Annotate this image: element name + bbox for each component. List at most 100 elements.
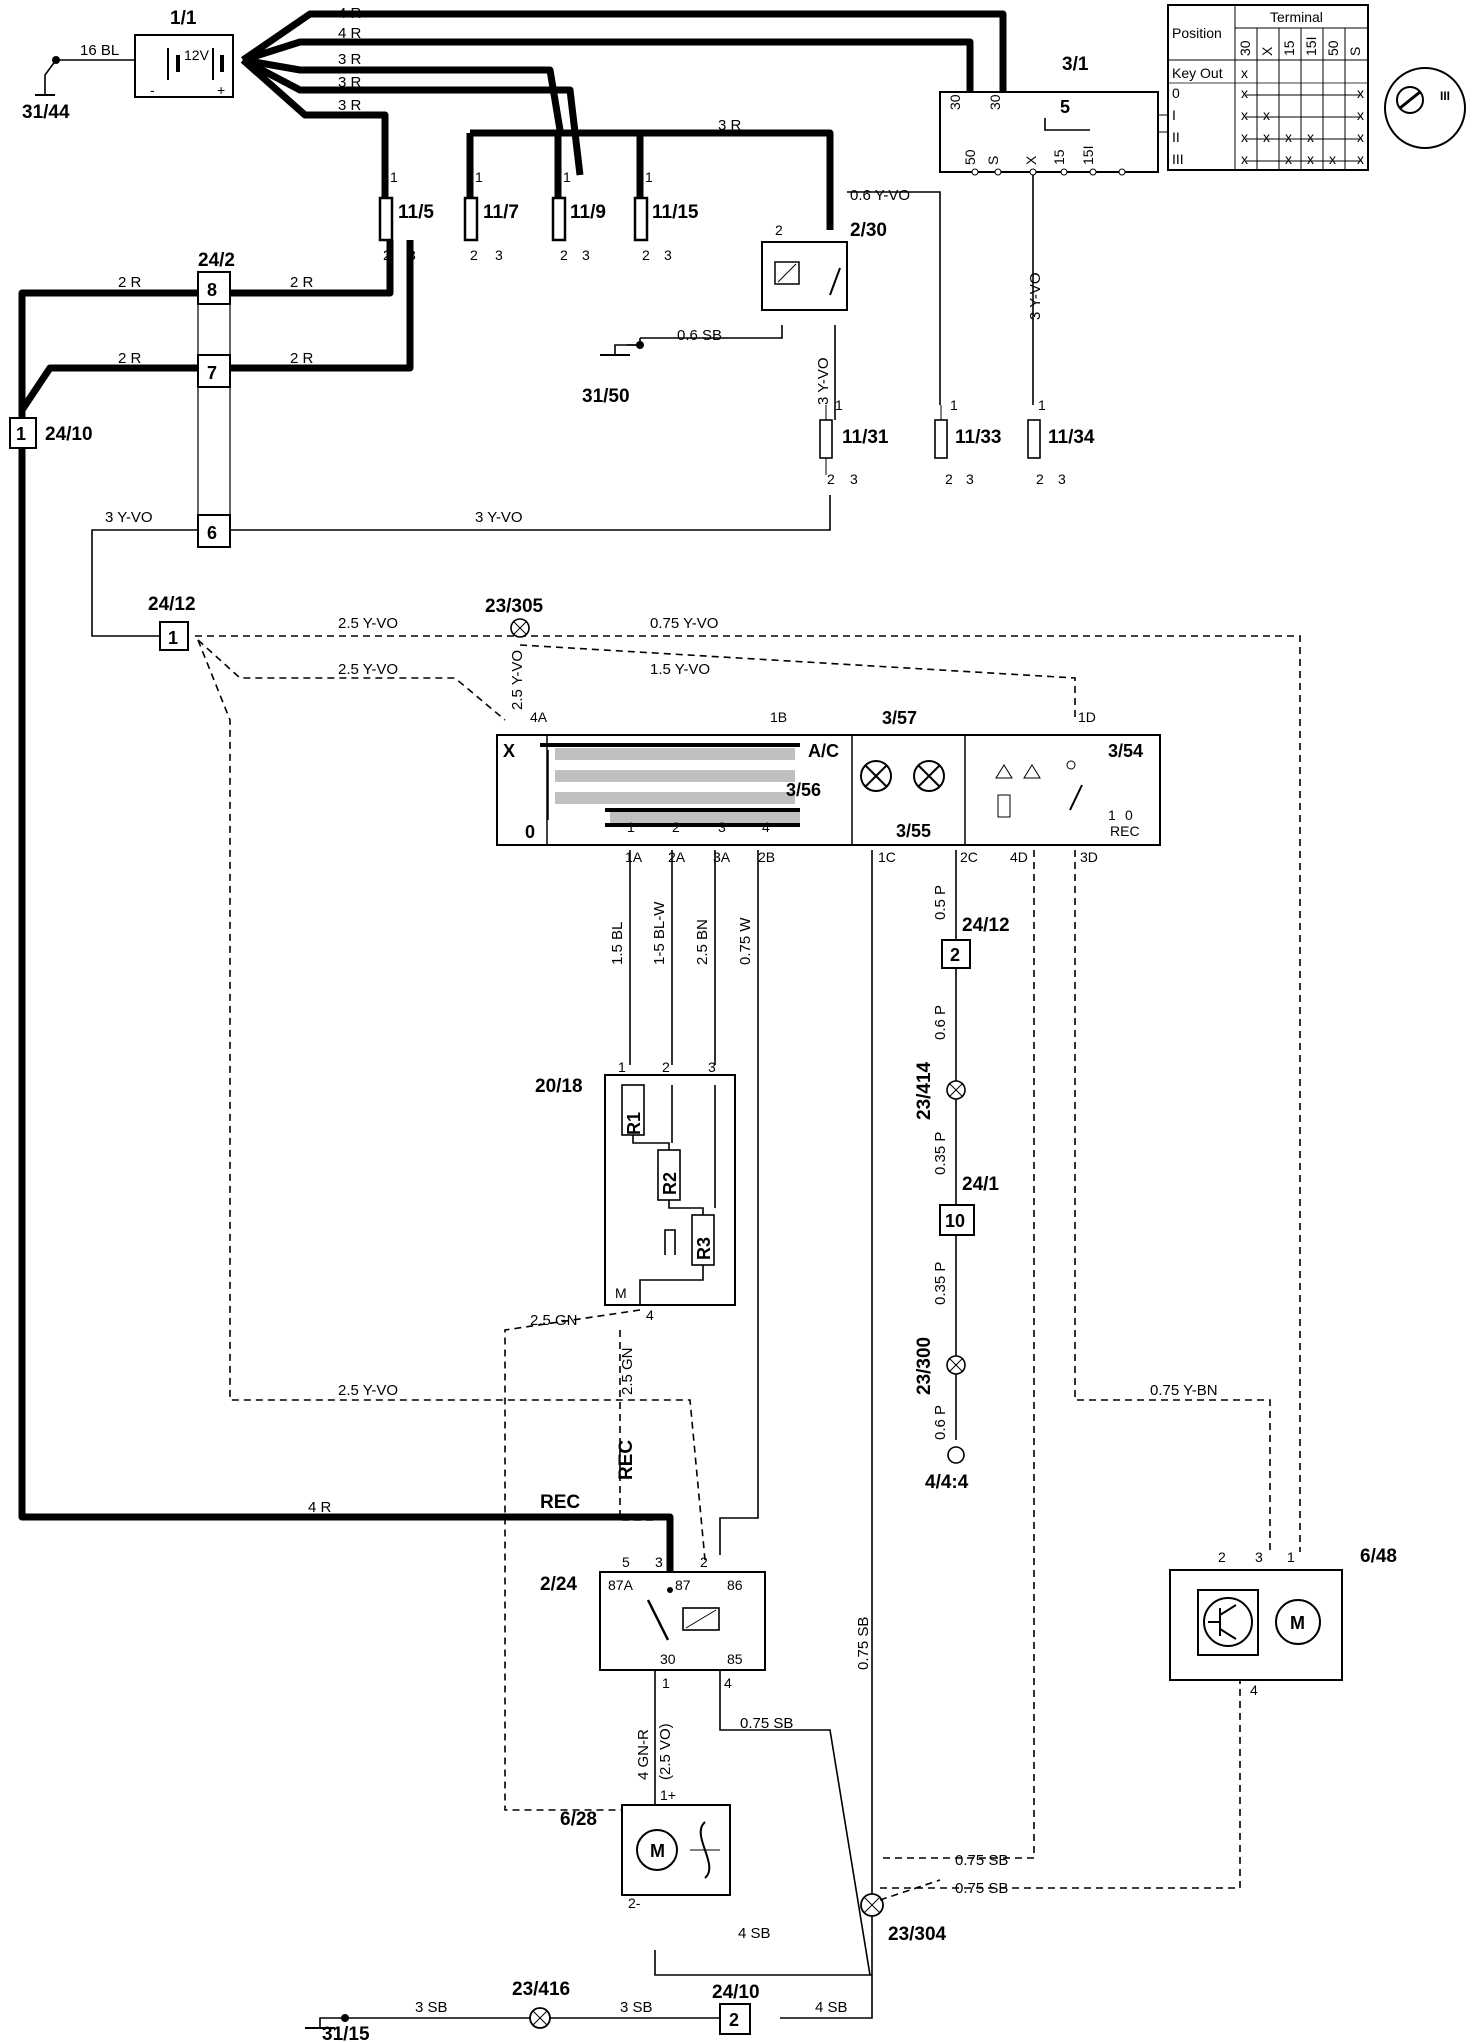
svg-text:7: 7 xyxy=(207,363,217,383)
svg-text:3D: 3D xyxy=(1080,849,1098,865)
wire-0.75-y-vo: 0.75 Y-VO xyxy=(650,615,718,632)
wire-3-y-vo-l: 3 Y-VO xyxy=(105,509,153,526)
svg-text:1: 1 xyxy=(390,169,398,185)
svg-text:23/414: 23/414 xyxy=(914,1061,935,1120)
svg-text:x: x xyxy=(1241,107,1248,123)
svg-text:6: 6 xyxy=(207,523,217,543)
svg-text:50: 50 xyxy=(1325,40,1341,56)
svg-text:23/300: 23/300 xyxy=(914,1337,935,1395)
wire-16-bl: 16 BL xyxy=(80,42,119,59)
splice-23-304: 23/304 xyxy=(860,1893,947,1945)
svg-text:3/56: 3/56 xyxy=(786,780,821,800)
svg-text:3/57: 3/57 xyxy=(882,708,917,728)
ground-31-44: 31/44 xyxy=(22,102,70,123)
svg-text:1: 1 xyxy=(1287,1549,1295,1565)
svg-text:24/10: 24/10 xyxy=(45,424,93,445)
svg-text:1: 1 xyxy=(950,397,958,413)
signal-wires xyxy=(44,59,1301,2019)
svg-text:Key Out: Key Out xyxy=(1172,65,1223,81)
wire-0.75-w: 0.75 W xyxy=(737,917,754,965)
wire-3-sb-a: 3 SB xyxy=(415,1999,448,2016)
svg-text:2/30: 2/30 xyxy=(850,220,887,241)
rec-label-vertical: REC xyxy=(616,1440,637,1480)
svg-text:1: 1 xyxy=(627,819,635,835)
wire-1.5-y-vo: 1.5 Y-VO xyxy=(650,661,710,678)
connector-24-10: 1 24/10 xyxy=(9,417,93,449)
svg-text:x: x xyxy=(1263,129,1270,145)
svg-text:III: III xyxy=(1172,151,1184,167)
svg-text:3: 3 xyxy=(495,247,503,263)
connector-24-12-a: 1 24/12 xyxy=(148,594,196,651)
climate-control-panel: X 0 A/C 3/56 3/57 3/55 3/54 REC 1 0 4A 1… xyxy=(496,708,1161,865)
svg-text:4: 4 xyxy=(724,1675,732,1691)
connector-24-1: 10 24/1 xyxy=(939,1174,999,1236)
svg-text:1: 1 xyxy=(645,169,653,185)
svg-text:M: M xyxy=(1290,1613,1305,1633)
fuse-11-33: 1 2 3 11/33 xyxy=(934,397,1002,487)
svg-text:3: 3 xyxy=(655,1554,663,1570)
svg-text:8: 8 xyxy=(207,280,217,300)
wire-0.75-sb-b: 0.75 SB xyxy=(955,1880,1008,1897)
svg-text:24/12: 24/12 xyxy=(962,915,1010,936)
svg-text:X: X xyxy=(1023,155,1039,165)
svg-text:15I: 15I xyxy=(1080,146,1096,165)
svg-text:3: 3 xyxy=(664,247,672,263)
power-wires xyxy=(18,10,1007,1592)
svg-text:1+: 1+ xyxy=(660,1787,676,1803)
svg-text:0: 0 xyxy=(1172,85,1180,101)
svg-text:23/305: 23/305 xyxy=(485,596,544,617)
svg-text:2: 2 xyxy=(729,2010,739,2030)
svg-text:2: 2 xyxy=(662,1059,670,1075)
blower-resistor-20-18: 20/18 R1 R2 R3 M 1 2 3 4 xyxy=(535,1059,736,1323)
key-switch-icon: III xyxy=(1384,67,1466,149)
relay-2-30: 2/30 2 xyxy=(761,220,887,311)
svg-text:2: 2 xyxy=(642,247,650,263)
wire-0.6-p-b: 0.6 P xyxy=(932,1405,949,1440)
svg-text:4: 4 xyxy=(762,819,770,835)
svg-text:X: X xyxy=(1259,46,1275,56)
svg-text:15: 15 xyxy=(1051,149,1067,165)
wire-2r-b: 2 R xyxy=(290,274,314,291)
svg-text:M: M xyxy=(650,1841,665,1861)
wire-2r-d: 2 R xyxy=(290,350,314,367)
splice-23-414: 23/414 xyxy=(914,1061,966,1120)
battery-minus: - xyxy=(150,82,155,98)
svg-text:1: 1 xyxy=(662,1675,670,1691)
svg-text:4: 4 xyxy=(646,1307,654,1323)
wire-3-y-vo-v: 3 Y-VO xyxy=(1027,272,1044,320)
svg-text:4: 4 xyxy=(1250,1682,1258,1698)
svg-text:11/15: 11/15 xyxy=(652,202,699,223)
svg-text:1D: 1D xyxy=(1078,709,1096,725)
svg-text:2: 2 xyxy=(672,819,680,835)
svg-text:11/5: 11/5 xyxy=(398,202,434,223)
point-4-4-4: 4/4:4 xyxy=(925,1472,969,1493)
wire-3r-a: 3 R xyxy=(338,51,362,68)
svg-text:x: x xyxy=(1307,151,1314,167)
fuse-11-5: 1 2 3 11/5 xyxy=(378,169,434,263)
wire-4r-b: 4 R xyxy=(338,25,362,42)
wire-4-sb-b: 4 SB xyxy=(815,1999,848,2016)
svg-text:2: 2 xyxy=(950,945,960,965)
svg-text:24/10: 24/10 xyxy=(712,1982,760,2003)
svg-text:x: x xyxy=(1307,129,1314,145)
svg-text:24/1: 24/1 xyxy=(962,1174,999,1195)
svg-text:3: 3 xyxy=(718,819,726,835)
fuse-11-31: 1 2 3 11/31 xyxy=(819,397,889,487)
svg-text:X: X xyxy=(503,741,515,761)
wire-3-sb-b: 3 SB xyxy=(620,1999,653,2016)
wire-0.35-p-a: 0.35 P xyxy=(932,1132,949,1175)
svg-text:x: x xyxy=(1285,129,1292,145)
wire-4r-c: 4 R xyxy=(308,1499,332,1516)
ignition-switch-id: 3/1 xyxy=(1062,54,1089,75)
svg-text:x: x xyxy=(1241,85,1248,101)
svg-text:I: I xyxy=(1172,107,1176,123)
svg-text:3: 3 xyxy=(850,471,858,487)
svg-text:1A: 1A xyxy=(625,849,643,865)
svg-text:2/24: 2/24 xyxy=(540,1574,577,1595)
wire-2r-c: 2 R xyxy=(118,350,142,367)
svg-text:S: S xyxy=(985,156,1001,165)
svg-text:0: 0 xyxy=(1125,807,1133,823)
svg-text:x: x xyxy=(1241,151,1248,167)
svg-text:x: x xyxy=(1285,151,1292,167)
svg-text:20/18: 20/18 xyxy=(535,1076,583,1097)
